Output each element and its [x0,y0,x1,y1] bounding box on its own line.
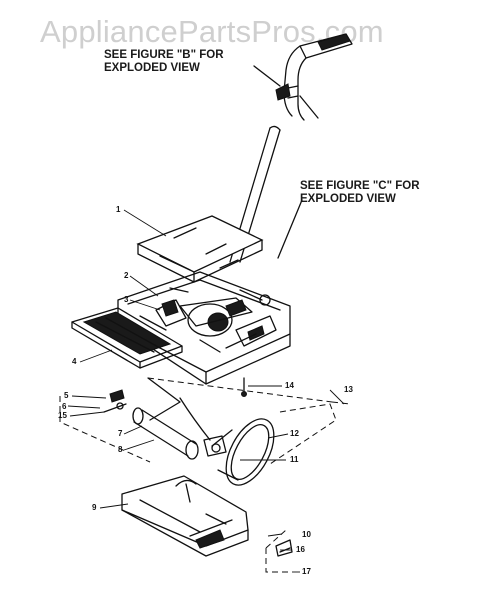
figure-c-note-line-2: EXPLODED VIEW [300,193,396,205]
figure-b-note-line-2: EXPLODED VIEW [104,62,200,74]
callout-8: 8 [118,445,123,454]
callout-7: 7 [118,429,123,438]
callout-10: 10 [302,530,311,539]
bottom-plate [121,475,249,557]
callout-11: 11 [290,455,299,464]
figure-b-note-line-1: SEE FIGURE "B" FOR [104,49,224,61]
front-bumper [71,307,183,369]
callout-6: 6 [62,402,67,411]
callout-14: 14 [285,381,294,390]
handle-grip [253,33,353,121]
figure-c-note: SEE FIGURE "C" FOR EXPLODED VIEW [300,180,420,206]
figure-c-leader [277,199,303,259]
callout-16: 16 [296,545,305,554]
figure-c-note-line-1: SEE FIGURE "C" FOR [300,180,420,192]
callout-17: 17 [302,567,311,576]
hood-cover [136,215,264,283]
leader-lines [67,209,345,573]
brush-roll-assembly [59,377,351,463]
callout-9: 9 [92,503,97,512]
callout-15: 15 [58,411,67,420]
callout-12: 12 [290,429,299,438]
callout-2: 2 [124,271,129,280]
wheel-bracket [265,529,293,573]
callout-1: 1 [116,205,121,214]
drive-belt [211,418,275,486]
callout-13: 13 [344,385,353,394]
callout-3: 3 [124,295,129,304]
figure-b-note: SEE FIGURE "B" FOR EXPLODED VIEW [104,49,224,75]
callout-5: 5 [64,391,69,400]
callout-4: 4 [72,357,77,366]
